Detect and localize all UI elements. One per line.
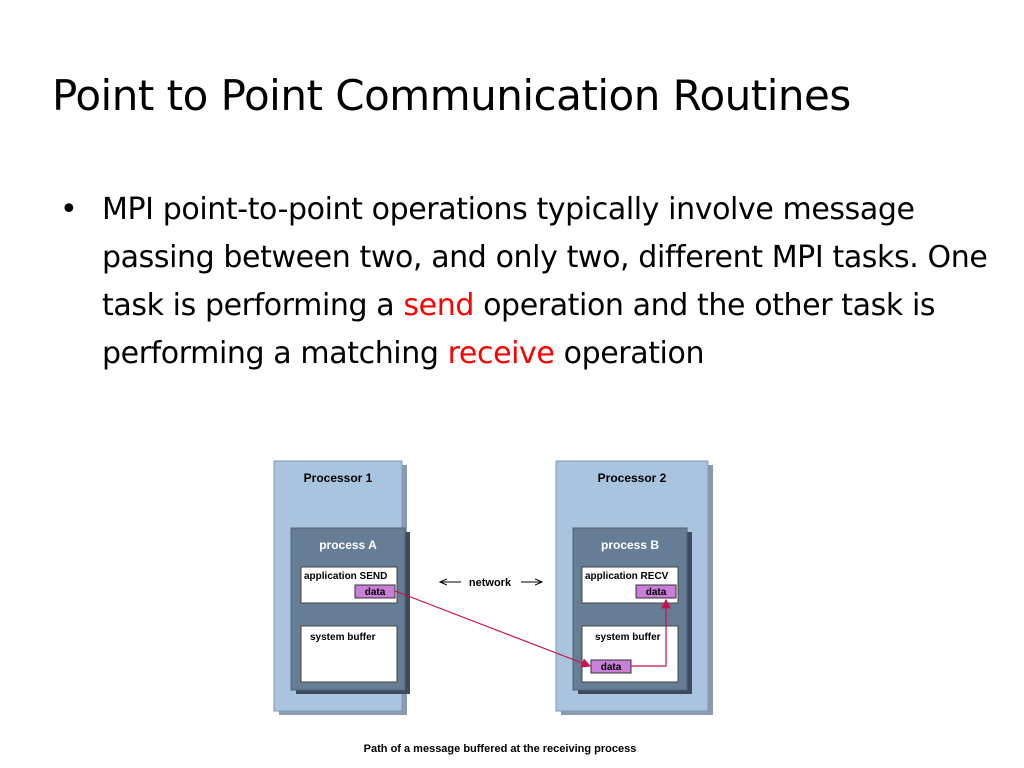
network-connector: network (440, 577, 542, 589)
app-send-label: application SEND (304, 571, 387, 582)
processor-1: Processor 1 process A application SEND d… (273, 460, 410, 715)
process-a-label: process A (319, 538, 377, 552)
slide-title: Point to Point Communication Routines (52, 71, 851, 120)
send-keyword: send (403, 288, 474, 323)
message-path-diagram: Processor 1 process A application SEND d… (273, 460, 713, 755)
recv-data-block (635, 584, 677, 599)
bullet-text-part1: MPI point-to-point operations typically … (102, 192, 988, 323)
process-b-label: process B (601, 538, 659, 552)
system-buffer-b-label: system buffer (595, 632, 661, 643)
send-data-label: data (365, 587, 386, 598)
recv-data-label: data (646, 587, 667, 598)
bullet-list: • MPI point-to-point operations typicall… (60, 186, 990, 378)
app-recv-label: application RECV (585, 571, 669, 582)
receive-keyword: receive (447, 336, 555, 371)
buffer-to-recv-arrow-icon (631, 598, 671, 667)
processor-2: Processor 2 process B application RECV d… (555, 460, 713, 715)
diagram-caption: Path of a message buffered at the receiv… (364, 743, 637, 755)
system-buffer-a-label: system buffer (310, 632, 376, 643)
bullet-dot-icon: • (60, 192, 78, 227)
message-path (394, 590, 671, 668)
send-to-buffer-arrow-icon (394, 590, 592, 668)
system-buffer-a-box (300, 625, 398, 683)
bullet-item: • MPI point-to-point operations typicall… (60, 186, 990, 378)
buffer-data-label: data (601, 662, 622, 673)
processor-2-label: Processor 2 (598, 471, 667, 485)
network-label: network (469, 577, 512, 589)
processor-1-label: Processor 1 (304, 471, 373, 485)
bullet-text-part2: operation and the other task is performi… (102, 288, 936, 371)
bullet-text-part3: operation (554, 336, 705, 371)
